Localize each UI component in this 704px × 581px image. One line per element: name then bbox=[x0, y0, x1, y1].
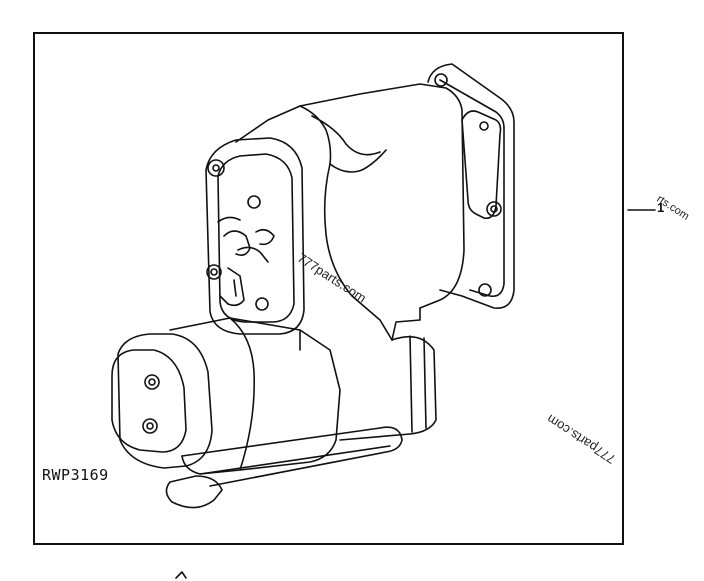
mounting-lip bbox=[165, 426, 403, 509]
end-plate bbox=[205, 137, 305, 335]
end-cap bbox=[111, 333, 213, 469]
drive-housing bbox=[235, 83, 465, 341]
callout-number: 1 bbox=[657, 200, 665, 215]
figure-reference-code: RWP3169 bbox=[42, 466, 109, 484]
figure-frame bbox=[33, 32, 624, 545]
stray-mark bbox=[175, 571, 187, 579]
mounting-flange bbox=[427, 63, 515, 309]
